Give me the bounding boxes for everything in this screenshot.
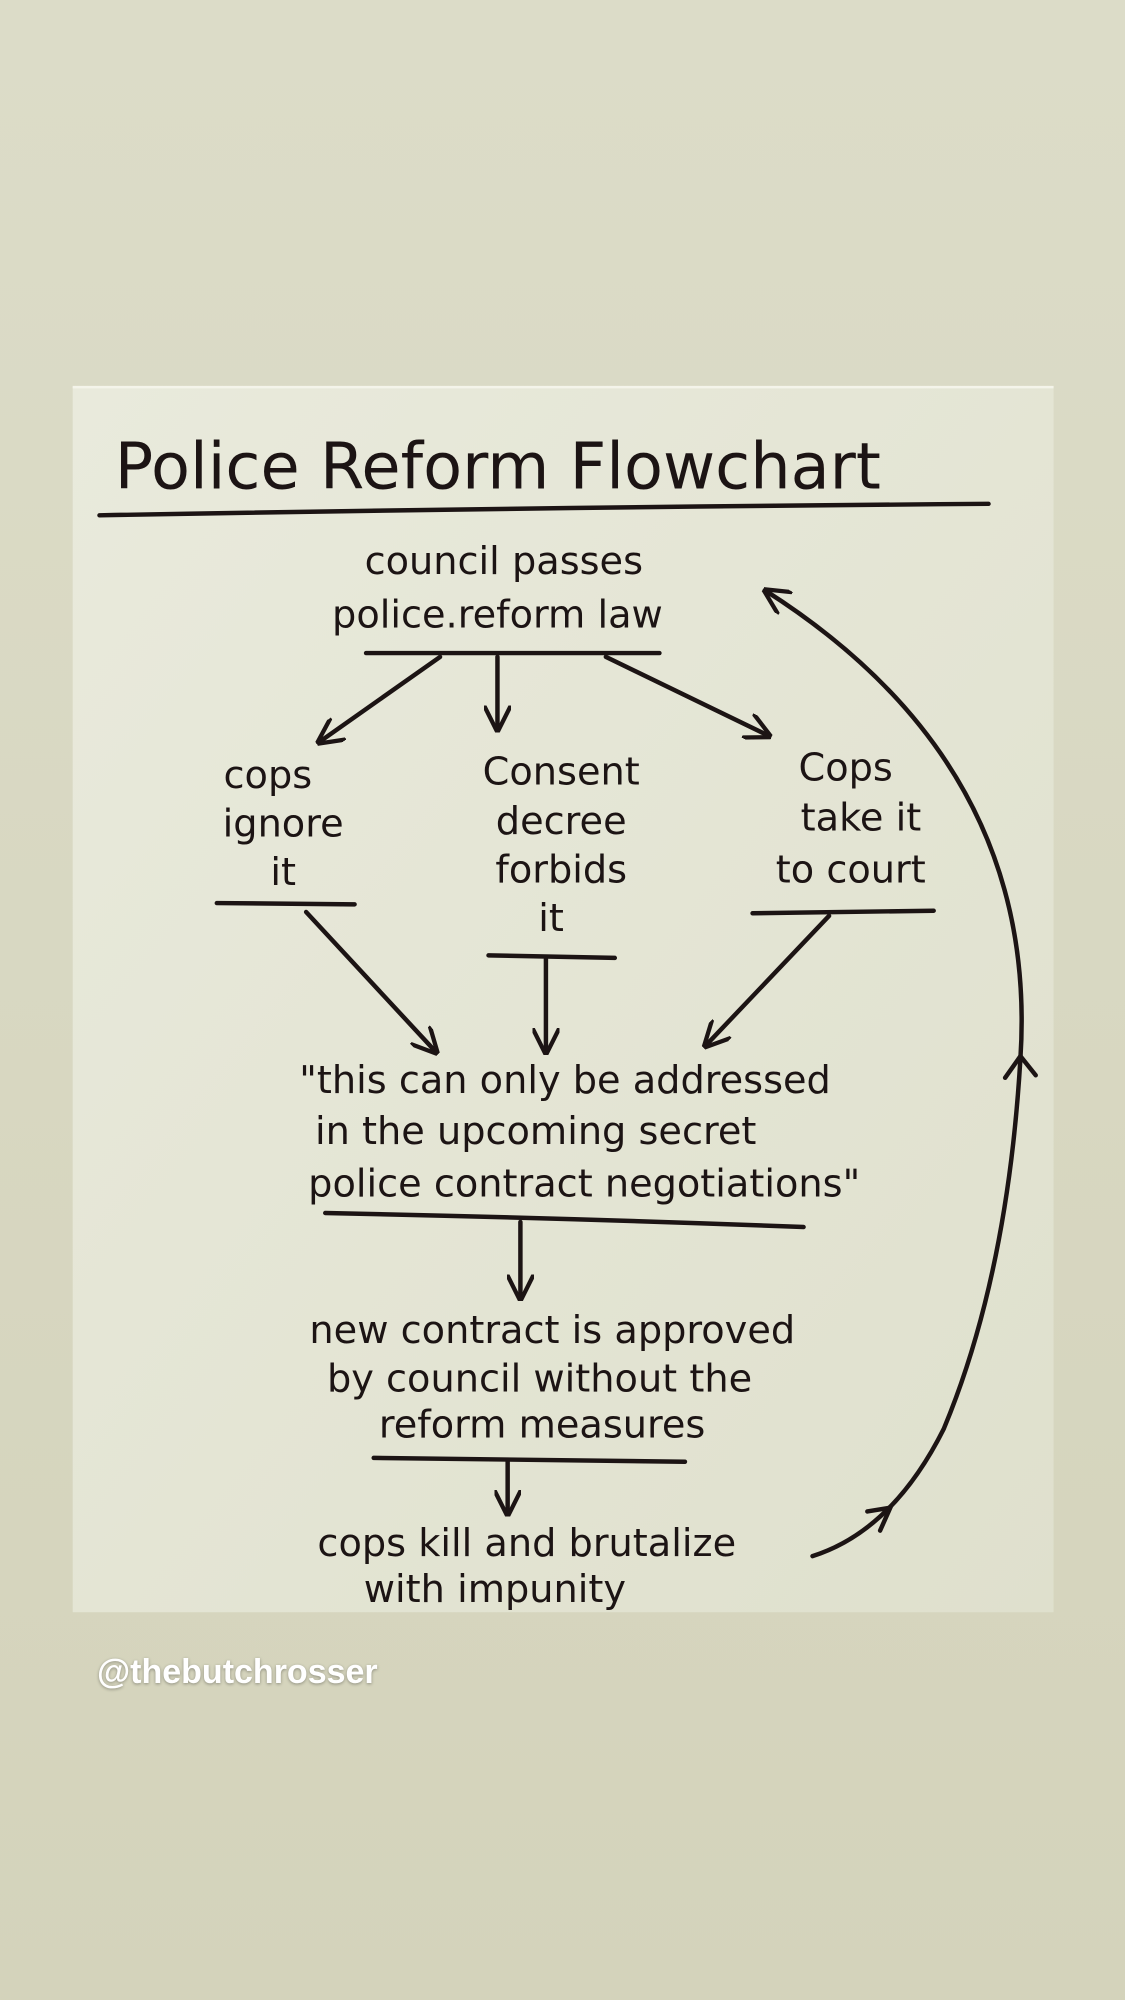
quote-line-3: police contract negotiations" [308, 1161, 860, 1206]
arrow-ignore-to-quote [303, 909, 436, 1052]
branch-decree-1: Consent [483, 749, 640, 794]
start-line-2: police.reform law [332, 593, 663, 638]
branch-decree-2: decree [496, 799, 627, 844]
contract-line-1: new contract is approved [309, 1308, 795, 1353]
branch-ignore-2: ignore [223, 802, 344, 847]
outcome-line-2: with impunity [364, 1567, 626, 1612]
branch-ignore-1: cops [224, 753, 313, 798]
quote-line-1: "this can only be addressed [299, 1058, 831, 1103]
username-handle[interactable]: @thebutchrosser [97, 1653, 378, 1691]
loop-back-arrow [765, 591, 1024, 1559]
branch-decree-4: it [538, 896, 564, 941]
branch-ignore-3: it [270, 850, 296, 895]
branch-court-1: Cops [798, 746, 892, 791]
contract-line-3: reform measures [379, 1402, 706, 1447]
paper-card [72, 386, 1054, 1613]
quote-line-2: in the upcoming secret [315, 1109, 756, 1154]
arrow-to-court [603, 654, 769, 736]
title-underline [97, 501, 991, 518]
branch-court-2: take it [801, 795, 922, 840]
outcome-line-1: cops kill and brutalize [317, 1521, 736, 1566]
flowchart-title: Police Reform Flowchart [115, 431, 881, 505]
arrow-to-ignore [319, 654, 443, 742]
branch-decree-3: forbids [495, 848, 627, 893]
arrow-court-to-quote [705, 913, 832, 1046]
branch-court-3: to court [776, 848, 926, 893]
start-line-1: council passes [365, 539, 643, 584]
contract-line-2: by council without the [327, 1357, 752, 1402]
